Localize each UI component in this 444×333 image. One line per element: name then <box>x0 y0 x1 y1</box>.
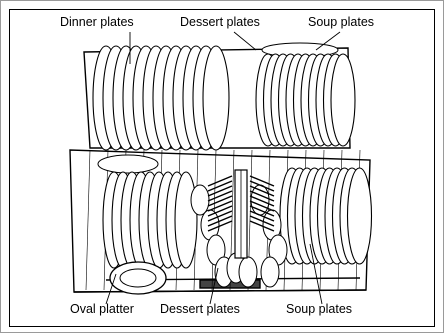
cutlery-tine <box>208 201 232 211</box>
soup-plate <box>331 54 355 146</box>
label-dinner-plates: Dinner plates <box>60 16 134 29</box>
soup-plates-rack-upper <box>256 43 355 146</box>
label-dessert-plates-bottom: Dessert plates <box>160 303 240 316</box>
label-oval-platter: Oval platter <box>70 303 134 316</box>
soup-plates-rack-lower <box>280 168 372 264</box>
lower-plate <box>175 172 197 268</box>
dinner-plate <box>203 46 229 150</box>
cutlery-tine <box>208 191 232 201</box>
dessert-plate <box>191 185 209 215</box>
rack-wire <box>86 150 90 290</box>
dessert-plate <box>239 257 257 287</box>
basket-bottom-rail <box>74 290 366 292</box>
lower-left-plates-rack <box>98 155 197 268</box>
lower-soup-plate <box>348 168 372 264</box>
dessert-plates-center-rack <box>191 170 287 287</box>
dishwasher-basket-drawing <box>10 10 434 326</box>
label-soup-plates-top: Soup plates <box>308 16 374 29</box>
oval-platter <box>110 262 166 294</box>
cutlery-tine <box>208 181 232 191</box>
cutlery-tine <box>208 176 232 186</box>
label-soup-plates-bottom: Soup plates <box>286 303 352 316</box>
dessert-plate <box>261 257 279 287</box>
cutlery-tine <box>208 196 232 206</box>
dinner-plates-rack <box>93 46 229 150</box>
leader-dessert-top <box>234 32 256 50</box>
cutlery-tine <box>250 176 274 186</box>
cutlery-tine <box>208 186 232 196</box>
label-dessert-plates-top: Dessert plates <box>180 16 260 29</box>
plate-top-view <box>98 155 158 173</box>
illustration-area <box>9 9 435 327</box>
platter-inner <box>120 269 156 287</box>
